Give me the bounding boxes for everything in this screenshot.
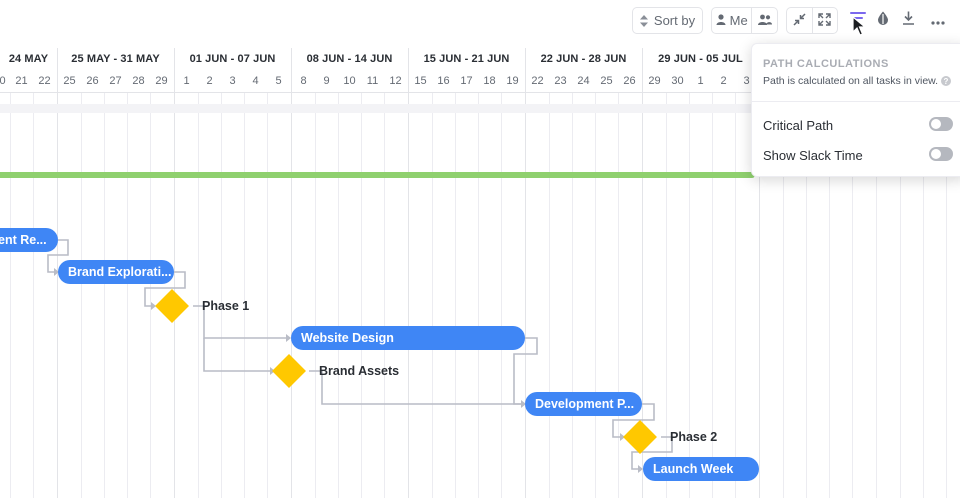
day-label: 18 bbox=[483, 75, 496, 87]
assignee-filter-group: Me bbox=[711, 7, 778, 34]
day-label: 9 bbox=[323, 75, 330, 87]
task-label: Development P... bbox=[535, 397, 635, 411]
expand-button[interactable] bbox=[811, 8, 838, 33]
path-calculations-popover: PATH CALCULATIONS Path is calculated on … bbox=[751, 43, 960, 177]
week-label: 01 JUN - 07 JUN bbox=[189, 53, 276, 65]
download-button[interactable] bbox=[897, 7, 919, 34]
sort-by-label: Sort by bbox=[653, 13, 696, 28]
sort-icon bbox=[639, 14, 648, 27]
task-bar[interactable]: ent Re... bbox=[0, 228, 58, 252]
day-label: 26 bbox=[623, 75, 636, 87]
mouse-cursor-icon bbox=[852, 16, 866, 36]
people-filter-button[interactable] bbox=[751, 8, 777, 33]
collapse-button[interactable] bbox=[787, 8, 812, 33]
day-label: 17 bbox=[460, 75, 473, 87]
week-separator bbox=[291, 48, 292, 92]
color-button[interactable] bbox=[872, 7, 894, 34]
expand-icon bbox=[818, 12, 831, 29]
day-label: 0 bbox=[0, 75, 6, 87]
day-label: 21 bbox=[15, 75, 28, 87]
day-label: 12 bbox=[389, 75, 402, 87]
group-row-band bbox=[0, 104, 960, 113]
people-icon bbox=[757, 13, 772, 28]
task-bar-brand-exploration[interactable]: Brand Explorati... bbox=[58, 260, 174, 284]
task-label: Website Design bbox=[301, 331, 394, 345]
gantt-grid bbox=[0, 93, 960, 498]
week-separator bbox=[57, 48, 58, 92]
week-separator bbox=[642, 48, 643, 92]
day-label: 3 bbox=[229, 75, 236, 87]
day-label: 10 bbox=[343, 75, 356, 87]
me-filter-button[interactable]: Me bbox=[712, 8, 751, 33]
week-label: 29 JUN - 05 JUL bbox=[658, 53, 743, 65]
day-label: 24 bbox=[577, 75, 590, 87]
week-separator bbox=[525, 48, 526, 92]
week-label: 22 JUN - 28 JUN bbox=[540, 53, 627, 65]
help-icon[interactable]: ? bbox=[941, 76, 951, 86]
person-icon bbox=[716, 13, 726, 28]
project-summary-bar[interactable] bbox=[0, 172, 755, 178]
task-bar-website-design[interactable]: Website Design bbox=[291, 326, 525, 350]
me-filter-label: Me bbox=[729, 13, 748, 28]
critical-path-toggle[interactable] bbox=[929, 117, 953, 131]
popover-description: Path is calculated on all tasks in view. bbox=[763, 75, 939, 87]
day-label: 19 bbox=[506, 75, 519, 87]
task-label: Brand Explorati... bbox=[68, 265, 172, 279]
day-label: 1 bbox=[183, 75, 190, 87]
task-bar-launch-week[interactable]: Launch Week bbox=[643, 457, 759, 481]
slack-time-label: Show Slack Time bbox=[763, 148, 863, 163]
day-label: 22 bbox=[531, 75, 544, 87]
download-icon bbox=[902, 11, 915, 30]
day-label: 27 bbox=[109, 75, 122, 87]
week-separator bbox=[408, 48, 409, 92]
day-label: 29 bbox=[648, 75, 661, 87]
critical-path-label: Critical Path bbox=[763, 118, 834, 133]
header-divider bbox=[0, 92, 960, 93]
day-label: 26 bbox=[86, 75, 99, 87]
day-label: 5 bbox=[275, 75, 282, 87]
week-header: 24 MAY 25 MAY - 31 MAY 01 JUN - 07 JUN 0… bbox=[0, 48, 960, 70]
day-label: 30 bbox=[671, 75, 684, 87]
milestone-label: Phase 1 bbox=[202, 299, 250, 313]
day-label: 15 bbox=[414, 75, 427, 87]
task-label: Launch Week bbox=[653, 462, 734, 476]
day-header: 0 21 22 25 26 27 28 29 1 2 3 4 5 8 9 10 … bbox=[0, 70, 960, 92]
milestone-label: Phase 2 bbox=[670, 430, 718, 444]
more-options-button[interactable] bbox=[927, 7, 949, 34]
popover-divider bbox=[752, 101, 960, 102]
week-label: 25 MAY - 31 MAY bbox=[71, 53, 160, 65]
sort-by-button[interactable]: Sort by bbox=[632, 7, 703, 34]
day-label: 1 bbox=[697, 75, 704, 87]
day-label: 3 bbox=[743, 75, 750, 87]
day-label: 28 bbox=[132, 75, 145, 87]
week-label: 08 JUN - 14 JUN bbox=[306, 53, 393, 65]
day-label: 2 bbox=[206, 75, 213, 87]
day-label: 25 bbox=[600, 75, 613, 87]
week-separator bbox=[174, 48, 175, 92]
collapse-icon bbox=[793, 12, 806, 29]
task-label: ent Re... bbox=[0, 233, 47, 247]
milestone-label: Brand Assets bbox=[319, 364, 400, 378]
day-label: 23 bbox=[554, 75, 567, 87]
day-label: 22 bbox=[38, 75, 51, 87]
day-label: 11 bbox=[366, 75, 379, 87]
zoom-group bbox=[786, 7, 838, 34]
day-label: 2 bbox=[720, 75, 727, 87]
toolbar: Sort by Me bbox=[0, 0, 960, 42]
color-drop-icon bbox=[877, 11, 889, 30]
day-label: 8 bbox=[300, 75, 307, 87]
slack-time-toggle[interactable] bbox=[929, 147, 953, 161]
day-label: 4 bbox=[252, 75, 259, 87]
day-label: 29 bbox=[155, 75, 168, 87]
day-label: 25 bbox=[63, 75, 76, 87]
more-icon bbox=[931, 12, 945, 30]
task-bar-development[interactable]: Development P... bbox=[525, 392, 642, 416]
day-label: 16 bbox=[437, 75, 450, 87]
week-label: 24 MAY bbox=[8, 53, 49, 65]
week-label: 15 JUN - 21 JUN bbox=[423, 53, 510, 65]
popover-title: PATH CALCULATIONS bbox=[763, 58, 889, 70]
